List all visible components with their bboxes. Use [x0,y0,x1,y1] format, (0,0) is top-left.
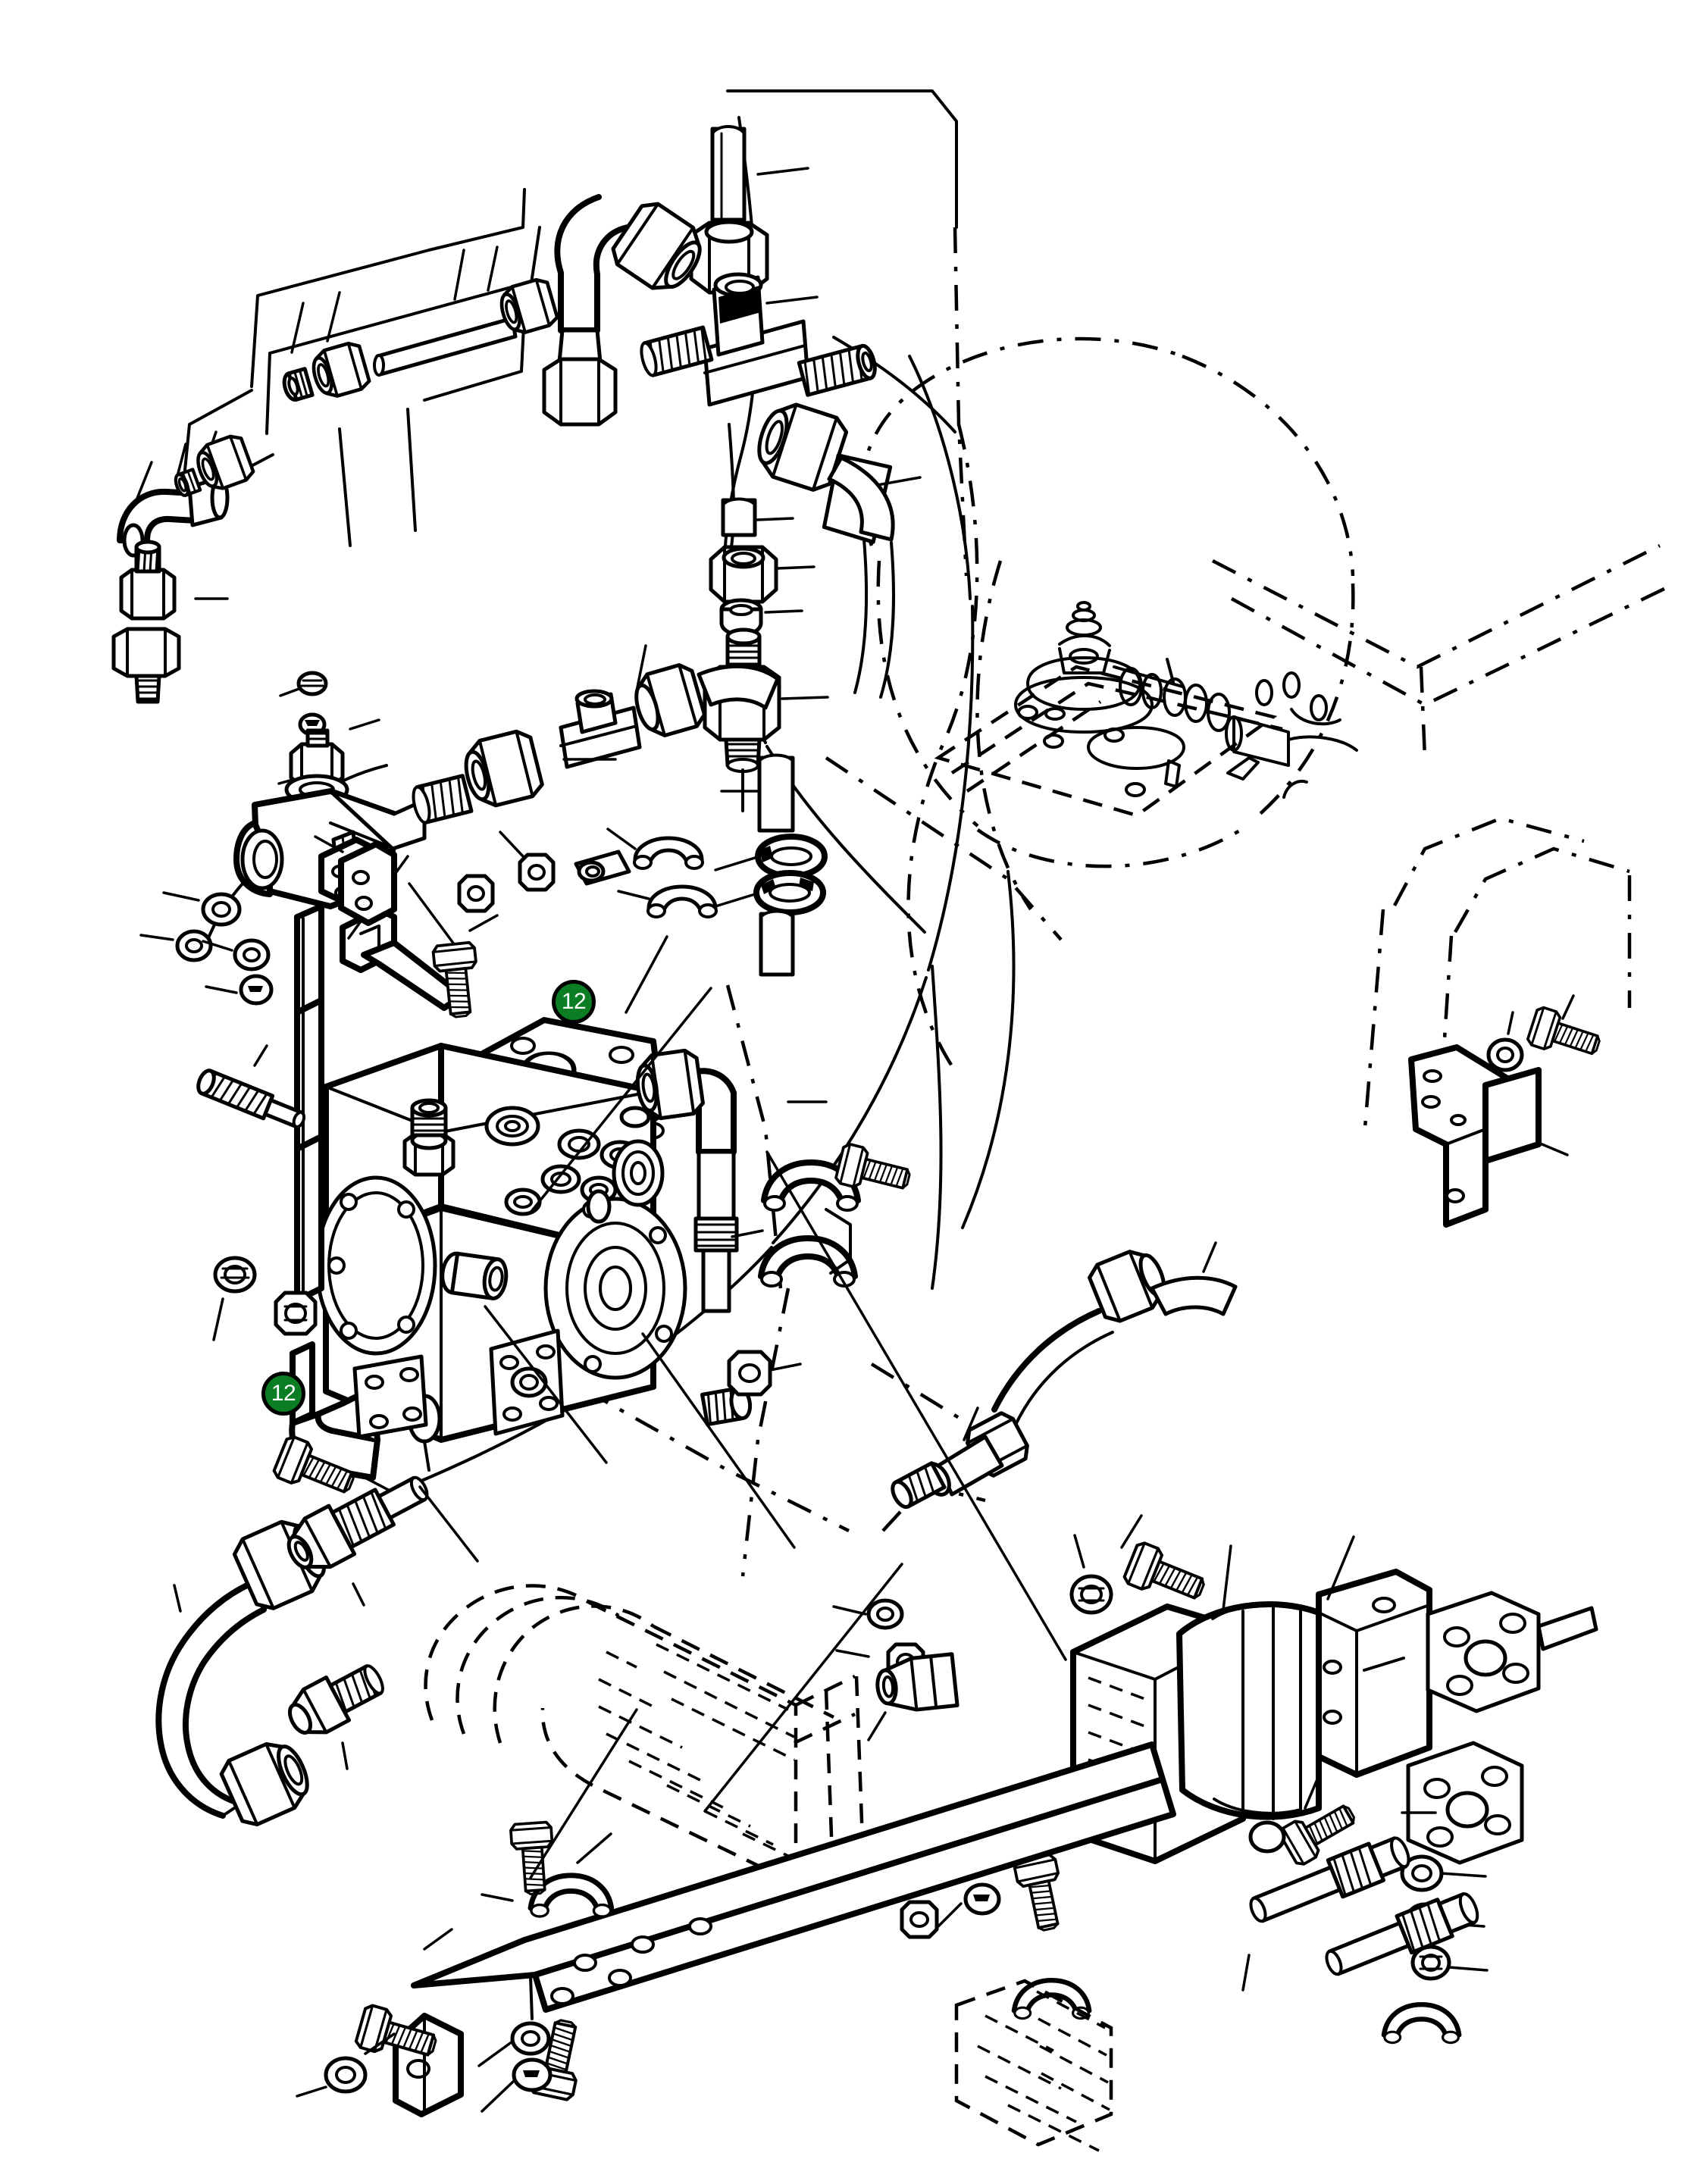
pump-supply-tube [832,1241,1238,1741]
callout-badge-12-lower[interactable]: 12 [261,1372,305,1416]
tank-top-plate-assembly [934,601,1358,818]
transmission-housing-phantom [424,1584,1113,2152]
vertical-tube-and-nut-stack [703,423,829,977]
callout-box-tube-assembly [182,188,541,547]
hose-assembly-u-bend [155,1475,429,1827]
pump-mounting-brackets [139,837,465,1503]
tube-clamp-halves [758,1100,915,1288]
left-edge-small-parts [314,828,718,1020]
misc-fasteners [202,938,802,1427]
control-valve-block [233,644,780,909]
right-side-bracket [1408,994,1606,1228]
pump-outlet-elbow [586,1048,764,1313]
callout-badge-12-upper[interactable]: 12 [552,980,596,1024]
chassis-frame-phantom-lines [484,227,1668,1577]
valve-body [233,644,780,909]
elbow-fitting-left [111,430,255,704]
tee-body [640,272,877,407]
cross-member-bracket [296,1741,1176,2117]
tee-fitting-top [542,125,922,699]
leader-lines [347,855,1067,1879]
elbow-upper [542,194,702,427]
